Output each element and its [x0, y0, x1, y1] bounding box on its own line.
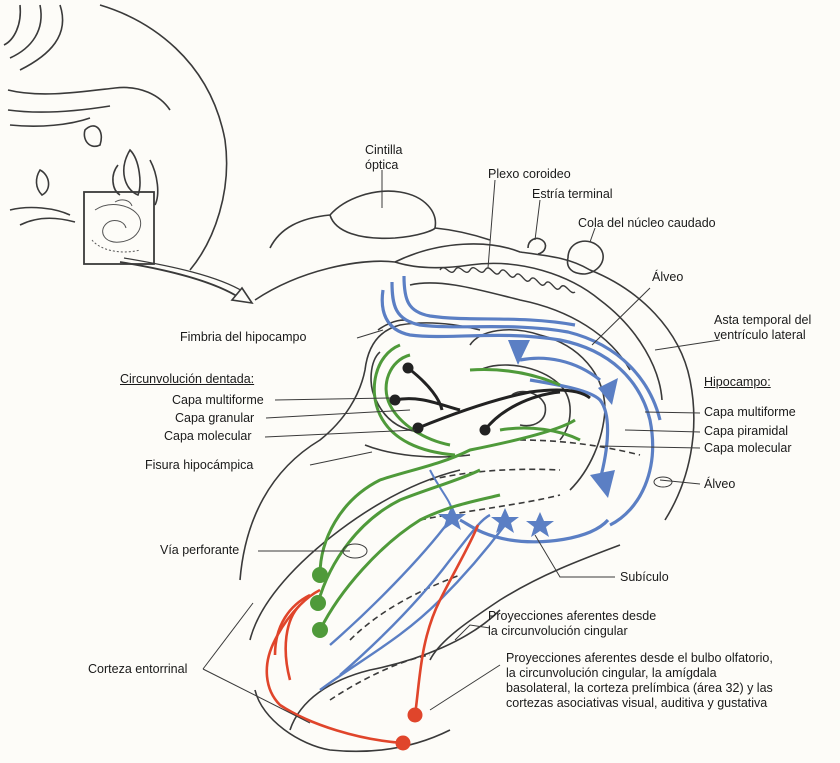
inset-box: [84, 192, 154, 264]
label-subiculo: Subículo: [620, 570, 669, 585]
leader-lines: [203, 170, 720, 723]
cingulate-afferent-neuron: [396, 736, 411, 751]
pyramidal-neuron-ca1-b: [590, 470, 615, 498]
inset-arrow-shaft: [120, 262, 240, 298]
label-alveo-top: Álveo: [652, 270, 683, 285]
label-hipocampo: Hipocampo:: [704, 375, 771, 390]
inset-arrow-head: [232, 288, 252, 303]
mossy-fibers: [395, 368, 590, 430]
stria-terminalis-outline: [528, 238, 545, 254]
label-proyecciones-bulbo: Proyecciones aferentes desde el bulbo ol…: [506, 651, 773, 711]
label-fimbria: Fimbria del hipocampo: [180, 330, 306, 345]
label-dg-capa-granular: Capa granular: [175, 411, 254, 426]
label-dg-capa-multiforme: Capa multiforme: [172, 393, 264, 408]
label-alveo-right: Álveo: [704, 477, 735, 492]
subiculum-stars: [438, 505, 554, 537]
label-corteza-entorrinal: Corteza entorrinal: [88, 662, 187, 677]
olfactory-afferent-neuron: [408, 708, 423, 723]
caudate-tail-outline: [568, 241, 604, 274]
entorhinal-neuron-2: [310, 595, 326, 611]
label-proyecciones-cingular: Proyecciones aferentes desde la circunvo…: [488, 609, 656, 639]
inset-hippocampus-sketch: [92, 200, 141, 252]
label-circunvolucion-dentada: Circunvolución dentada:: [120, 372, 254, 387]
label-dg-capa-molecular: Capa molecular: [164, 429, 252, 444]
label-estria-terminal: Estría terminal: [532, 187, 613, 202]
label-hc-capa-piramidal: Capa piramidal: [704, 424, 788, 439]
label-hc-capa-multiforme: Capa multiforme: [704, 405, 796, 420]
temporal-horn-outline: [255, 244, 694, 520]
label-cola-nucleo-caudado: Cola del núcleo caudado: [578, 216, 716, 231]
choroid-plexus: [440, 268, 575, 293]
label-plexo-coroideo: Plexo coroideo: [488, 167, 571, 182]
perforant-pathway: [318, 345, 580, 630]
label-hc-capa-molecular: Capa molecular: [704, 441, 792, 456]
label-asta-temporal: Asta temporal del ventrículo lateral: [714, 313, 811, 343]
entorhinal-neuron-3: [312, 622, 328, 638]
entorhinal-neuron-1: [312, 567, 328, 583]
brain-section-inset: [4, 5, 227, 270]
label-cintilla-optica: Cintilla óptica: [365, 143, 403, 173]
pyramidal-neuron-ca3: [508, 340, 530, 365]
optic-tract-outline: [270, 191, 490, 248]
label-via-perforante: Vía perforante: [160, 543, 239, 558]
label-fisura-hipocampica: Fisura hipocámpica: [145, 458, 253, 473]
